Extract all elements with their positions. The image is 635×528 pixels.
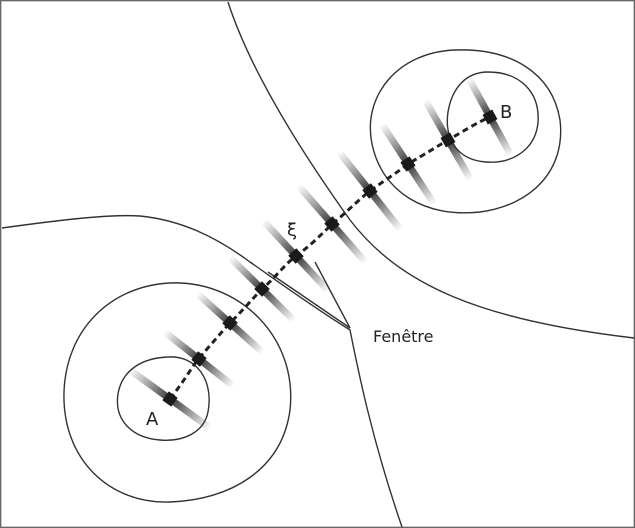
path-node-marker <box>288 248 304 264</box>
basin-b-outer-contour <box>369 49 562 214</box>
path-node-marker <box>324 216 340 232</box>
reaction-path <box>168 115 491 400</box>
node-group <box>162 109 498 407</box>
state-a-label: A <box>146 409 159 430</box>
path-node-marker <box>162 391 178 407</box>
basin-a-outer-contour <box>63 282 292 503</box>
basin-b-inner-contour <box>446 71 539 163</box>
window-callout-label: Fenêtre <box>373 327 434 346</box>
path-node-marker <box>440 132 456 148</box>
upper-right-boundary-curve <box>227 1 635 339</box>
path-symbol-label: ξ <box>287 220 297 241</box>
state-b-label: B <box>500 102 512 123</box>
basin-a-inner-contour <box>116 356 210 441</box>
path-node-marker <box>400 156 416 172</box>
path-node-marker <box>362 183 378 199</box>
path-node-marker <box>482 109 498 125</box>
path-node-marker <box>254 281 270 297</box>
path-node-marker <box>222 315 238 331</box>
path-node-marker <box>191 351 207 367</box>
lower-left-boundary-curve <box>1 214 403 528</box>
